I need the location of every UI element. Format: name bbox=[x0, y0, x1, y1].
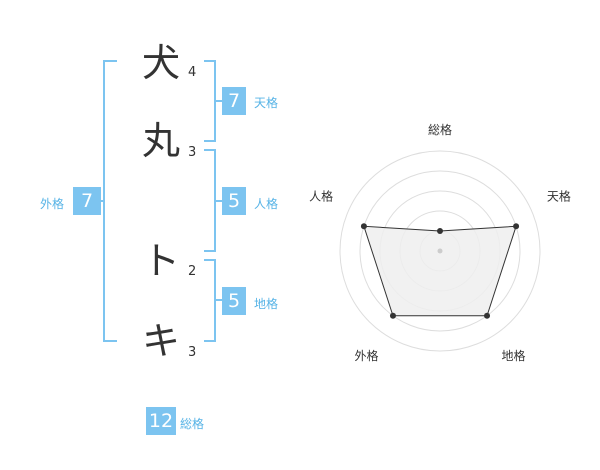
radar-axis-label: 地格 bbox=[501, 348, 525, 363]
stroke-count-1: 4 bbox=[188, 65, 197, 80]
gaikaku-value: 7 bbox=[73, 187, 101, 215]
radar-axis-label: 人格 bbox=[309, 188, 333, 203]
gaikaku-connector bbox=[100, 200, 105, 202]
stroke-count-4: 3 bbox=[188, 345, 197, 360]
radar-center-dot bbox=[437, 248, 443, 254]
radar-point-2 bbox=[513, 223, 520, 230]
name-char-2: 丸 bbox=[141, 119, 180, 163]
radar-grid-ring bbox=[339, 150, 541, 352]
gaikaku-label: 外格 bbox=[40, 197, 65, 211]
tenkaku-connector bbox=[214, 100, 222, 102]
radar-point-5 bbox=[360, 223, 367, 230]
radar-point-3 bbox=[484, 312, 491, 319]
radar-point-1 bbox=[437, 228, 443, 234]
stroke-count-3: 2 bbox=[188, 264, 197, 279]
radar-grid-ring bbox=[359, 170, 521, 332]
radar-axis-label: 総格 bbox=[428, 122, 452, 137]
soukaku-value: 12 bbox=[146, 407, 176, 435]
jinkaku-value: 5 bbox=[222, 187, 246, 215]
soukaku-label: 総格 bbox=[180, 417, 205, 431]
stroke-count-2: 3 bbox=[188, 145, 197, 160]
name-char-3: ト bbox=[141, 239, 180, 283]
name-char-4: キ bbox=[141, 319, 180, 363]
radar-axis-label: 外格 bbox=[355, 348, 379, 363]
jinkaku-label: 人格 bbox=[254, 197, 279, 211]
jinkaku-connector bbox=[214, 200, 222, 202]
chikaku-connector bbox=[214, 299, 222, 301]
radar-series-area bbox=[363, 225, 517, 317]
tenkaku-value: 7 bbox=[222, 87, 246, 115]
chikaku-value: 5 bbox=[222, 287, 246, 315]
radar-axis-label: 天格 bbox=[547, 188, 571, 203]
name-char-1: 犬 bbox=[141, 41, 180, 85]
chikaku-label: 地格 bbox=[254, 297, 279, 311]
tenkaku-label: 天格 bbox=[254, 96, 279, 110]
radar-point-4 bbox=[389, 312, 396, 319]
